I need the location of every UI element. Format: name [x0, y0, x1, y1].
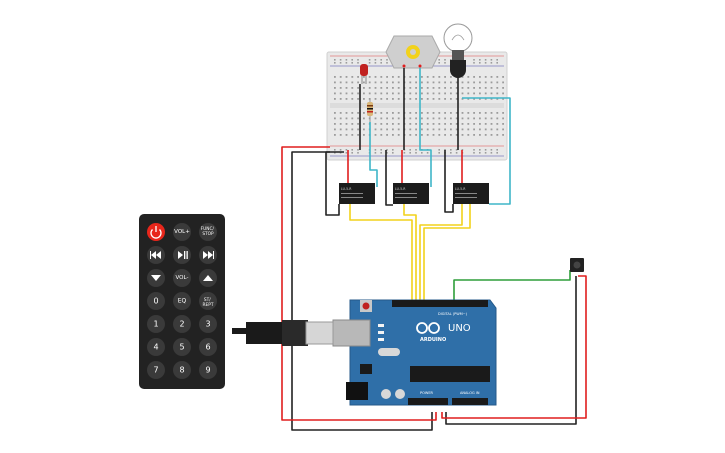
wire-black-main	[291, 151, 433, 431]
analog-label: ANALOG IN	[460, 391, 480, 395]
wire-black-relay3	[444, 150, 454, 213]
power-label: POWER	[420, 391, 434, 395]
digit-label: 4	[153, 343, 158, 352]
breadboard-holes	[334, 59, 504, 154]
power-icon	[150, 226, 162, 239]
wire-yellow-1	[349, 204, 413, 300]
digit-button-8[interactable]: 8	[173, 361, 191, 379]
arduino-uno[interactable]: ARDUINO UNO DIGITAL (PWM~) POWER ANALOG …	[332, 299, 497, 406]
digit-button-circle[interactable]	[199, 361, 217, 379]
digit-button-circle[interactable]	[147, 315, 165, 333]
digit-button-2[interactable]: 2	[173, 315, 191, 333]
relay-3[interactable]: LU-5-R	[453, 183, 489, 204]
vol-up-label: VOL+	[174, 229, 190, 235]
digit-label: 7	[153, 366, 158, 375]
ir-remote[interactable]: VOL+ FUNC/ STOP	[139, 214, 225, 389]
zero-label: 0	[153, 297, 158, 306]
digit-button-1[interactable]: 1	[147, 315, 165, 333]
st-rept-button[interactable]: ST/ REPT	[199, 292, 217, 310]
relay-3-label: LU-5-R	[455, 187, 466, 191]
usb-cable	[232, 320, 334, 346]
red-led[interactable]	[360, 64, 368, 84]
digit-button-circle[interactable]	[199, 338, 217, 356]
func-label-line2: STOP	[202, 230, 214, 236]
digit-label: 6	[205, 343, 210, 352]
relay-1-label: LU-5-R	[341, 187, 352, 191]
wire-green	[453, 270, 571, 300]
dc-motor[interactable]	[385, 35, 441, 69]
wire-red-button	[441, 275, 587, 419]
digit-label: 3	[205, 320, 210, 329]
wire-red-main	[281, 146, 437, 421]
digit-label: 9	[205, 366, 210, 375]
digit-button-4[interactable]: 4	[147, 338, 165, 356]
wire-black-relay1	[325, 151, 344, 216]
relay-2-label: LU-5-R	[395, 187, 406, 191]
digit-button-circle[interactable]	[173, 361, 191, 379]
resistor[interactable]	[367, 98, 373, 122]
digit-button-9[interactable]: 9	[199, 361, 217, 379]
relay-2[interactable]: LU-5-R	[393, 183, 429, 204]
st-label-line1: ST/	[204, 296, 211, 302]
digit-button-5[interactable]: 5	[173, 338, 191, 356]
digit-label: 5	[179, 343, 184, 352]
wires	[281, 68, 587, 431]
breadboard[interactable]	[326, 51, 508, 161]
digit-button-7[interactable]: 7	[147, 361, 165, 379]
digit-button-3[interactable]: 3	[199, 315, 217, 333]
st-rept-label: ST/ REPT	[203, 296, 214, 307]
func-stop-label: FUNC/ STOP	[201, 225, 216, 236]
arduino-logo-icon	[416, 322, 440, 334]
func-stop-button[interactable]: FUNC/ STOP	[199, 223, 217, 241]
digit-label: 8	[179, 366, 184, 375]
digit-button-circle[interactable]	[199, 315, 217, 333]
digit-button-circle[interactable]	[173, 315, 191, 333]
relay-1[interactable]: LU-5-R	[339, 183, 375, 204]
zero-button[interactable]: 0	[147, 292, 165, 310]
arduino-model: UNO	[448, 323, 471, 334]
wire-yellow-4	[423, 204, 471, 300]
vol-down-label: VOL-	[176, 275, 189, 281]
eq-label: EQ	[178, 298, 187, 305]
wire-teal-2	[419, 68, 432, 187]
digit-label: 1	[153, 320, 158, 329]
arrow-up-icon	[203, 275, 213, 281]
arrow-down-icon	[151, 275, 161, 281]
digital-label: DIGITAL (PWM~)	[438, 312, 468, 316]
func-label-line1: FUNC/	[201, 225, 215, 231]
digit-button-circle[interactable]	[147, 338, 165, 356]
wire-teal-3	[462, 97, 511, 205]
digit-label: 2	[179, 320, 184, 329]
wire-yellow-3	[419, 204, 463, 300]
play-pause-icon	[178, 251, 188, 259]
push-button[interactable]	[570, 258, 584, 272]
fast-forward-icon	[203, 251, 214, 259]
light-bulb[interactable]	[443, 23, 473, 78]
digit-button-circle[interactable]	[173, 338, 191, 356]
st-label-line2: REPT	[203, 301, 214, 307]
eq-button[interactable]: EQ	[173, 292, 191, 310]
digit-button-circle[interactable]	[147, 361, 165, 379]
digit-button-6[interactable]: 6	[199, 338, 217, 356]
digit-buttons: 1 2 3 4 5 6 7 8 9	[147, 315, 217, 379]
wire-teal-1	[369, 122, 378, 187]
arduino-brand: ARDUINO	[420, 337, 446, 343]
wire-yellow-2	[403, 204, 417, 300]
vol-up-button[interactable]: VOL+	[173, 223, 191, 241]
vol-down-button[interactable]: VOL-	[173, 269, 191, 287]
wire-black-relay2	[385, 150, 393, 206]
rewind-icon	[150, 251, 161, 259]
